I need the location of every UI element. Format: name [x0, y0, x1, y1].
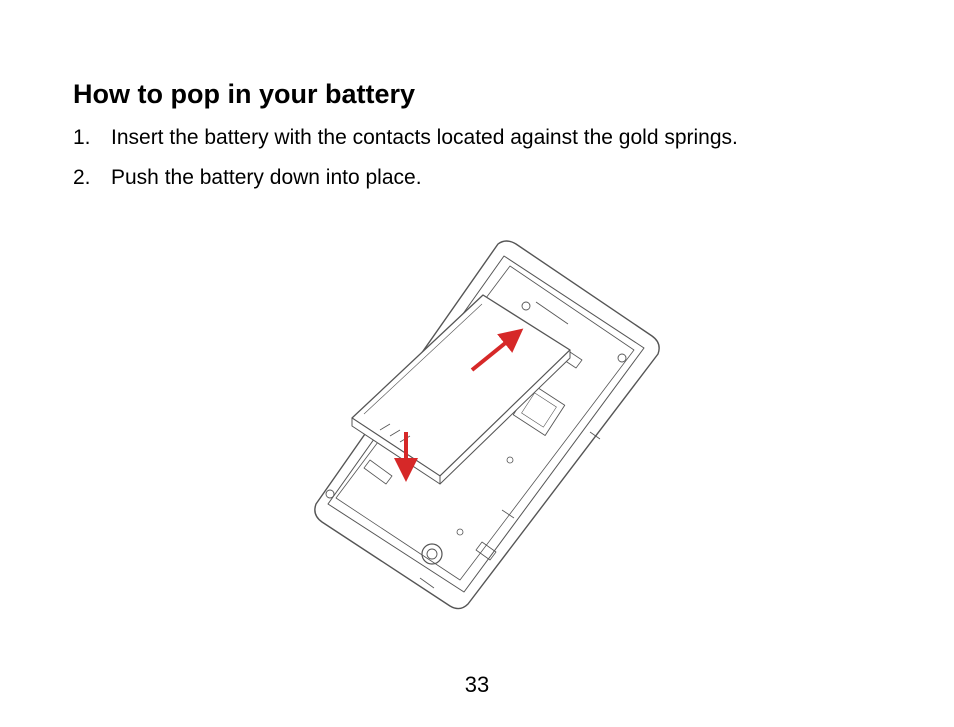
- step-text: Push the battery down into place.: [111, 166, 422, 189]
- battery-icon: [351, 294, 571, 485]
- arrow-up-right-icon: [470, 328, 524, 372]
- instruction-list: 1. Insert the battery with the contacts …: [73, 118, 738, 198]
- phone-back-icon: [314, 240, 660, 610]
- page-number: 33: [464, 672, 490, 697]
- list-item: 1. Insert the battery with the contacts …: [73, 118, 738, 158]
- list-item: 2. Push the battery down into place.: [73, 158, 738, 198]
- step-number: 1.: [73, 126, 91, 149]
- page-title: How to pop in your battery: [73, 79, 415, 109]
- battery-illustration: [314, 240, 660, 610]
- step-number: 2.: [73, 166, 91, 189]
- step-text: Insert the battery with the contacts loc…: [111, 126, 738, 149]
